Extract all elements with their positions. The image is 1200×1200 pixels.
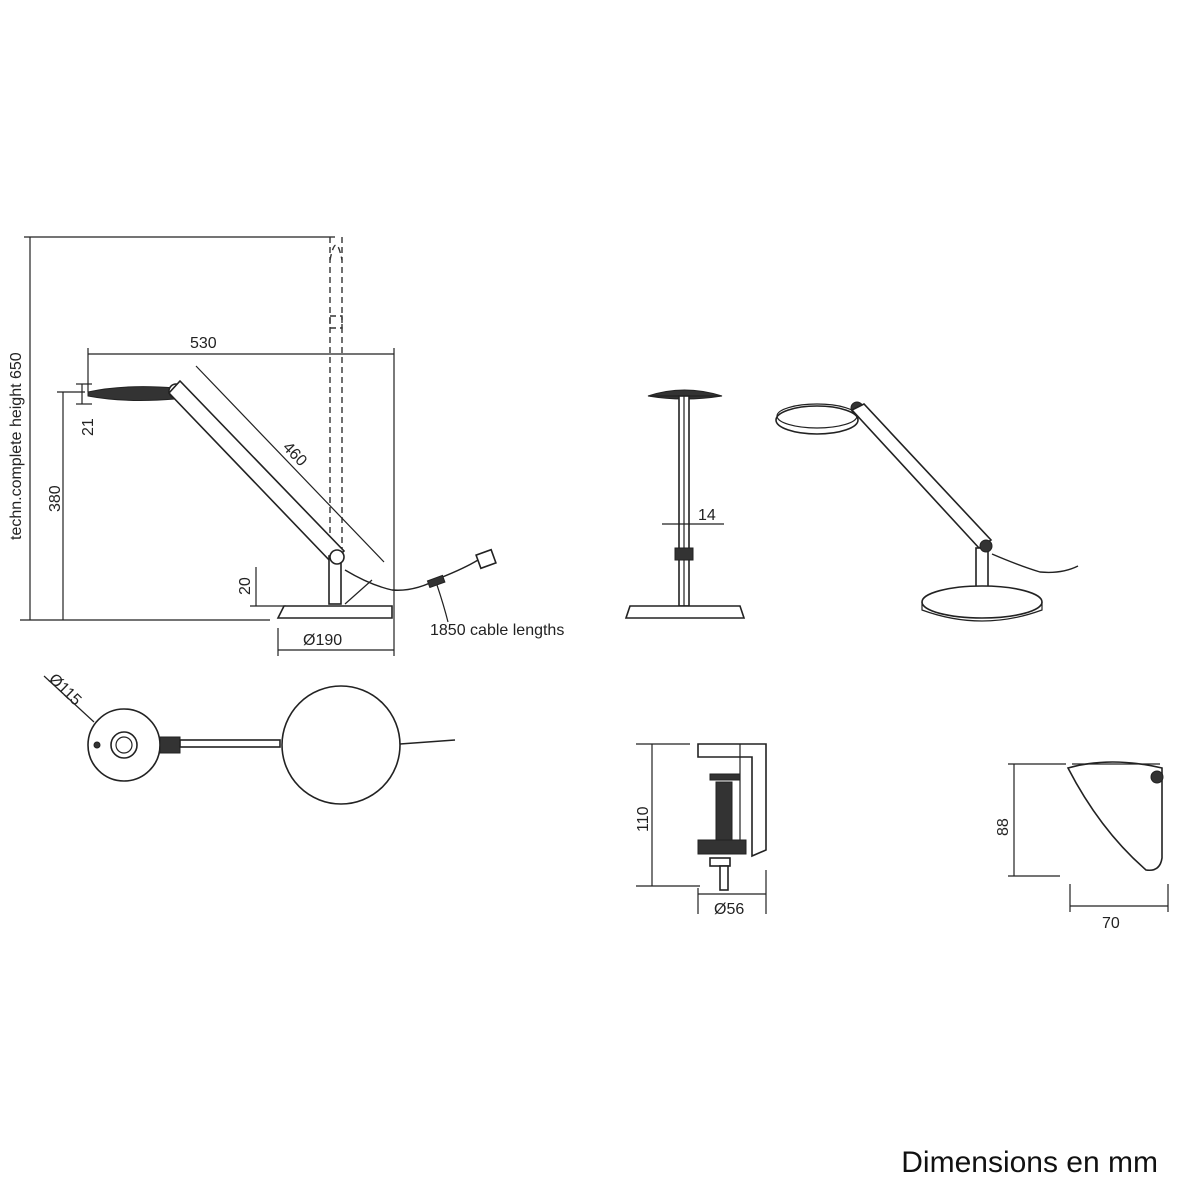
arm-side [167,379,346,565]
cable: 1850 cable lengths [344,548,564,639]
clamp-height-label: 110 [635,806,652,832]
clamp-lower-jaw [697,839,747,855]
length-dimension: 530 [87,335,395,656]
base-height-label: 20 [237,577,254,595]
head-perspective [775,405,859,435]
clamp-height-dimension: 110 [635,743,700,887]
perspective-view [775,401,1079,622]
arm-top [179,739,281,748]
clamp-knob [719,865,729,891]
lamp-head-side [87,386,176,401]
arm-dimension: 460 [195,365,385,563]
column-width-dimension: 14 [662,507,724,525]
lamp-head-front [647,389,723,400]
clamp-view: 110 Ø56 [635,743,767,918]
cable-label: 1850 cable lengths [430,622,564,639]
shade-height-label: 88 [995,818,1012,836]
joint-height-dimension: 380 [47,391,85,620]
base-perspective [921,585,1043,619]
complete-height-label: techn.complete height 650 [8,352,25,540]
base-front [624,605,746,619]
clamp-screw [715,781,733,841]
cable-top [399,739,456,745]
head-diameter-label: Ø115 [45,671,84,710]
lower-joint [329,549,345,565]
front-view: 14 [624,389,746,619]
base-arm-support [344,579,373,605]
base-diameter-dimension: Ø190 [277,628,394,656]
shade-height-dimension: 88 [995,763,1066,877]
shade-knob [1150,770,1164,784]
shade-view: 88 70 [995,761,1169,932]
side-view: techn.complete height 650 380 21 530 20 [8,236,564,656]
shade [1066,761,1163,872]
top-view: Ø115 [43,671,456,805]
clamp-diameter-label: Ø56 [714,901,744,918]
clamp-upper-jaw [709,773,741,781]
length-label: 530 [190,335,217,352]
column-width-label: 14 [698,507,716,524]
shade-width-dimension: 70 [1069,884,1169,932]
joint-height-label: 380 [47,485,64,512]
clamp-body [697,743,767,858]
head-thickness-label: 21 [80,418,97,436]
head-diameter-dimension: Ø115 [43,671,95,723]
complete-height-dimension: techn.complete height 650 [8,236,335,621]
cable-perspective [991,553,1079,574]
arm-label: 460 [279,439,310,470]
arm-perspective [850,403,993,550]
base-side [276,605,393,619]
front-joint [674,547,694,561]
clamp-diameter-dimension: Ø56 [697,870,767,918]
base-top [281,685,401,805]
upright-position-dashed [329,237,343,560]
dimensions-caption: Dimensions en mm [901,1146,1158,1179]
base-height-dimension: 20 [237,567,286,607]
shade-width-label: 70 [1102,915,1120,932]
head-joint-top [159,736,181,754]
head-thickness-dimension: 21 [76,383,97,436]
base-diameter-label: Ø190 [303,632,342,649]
